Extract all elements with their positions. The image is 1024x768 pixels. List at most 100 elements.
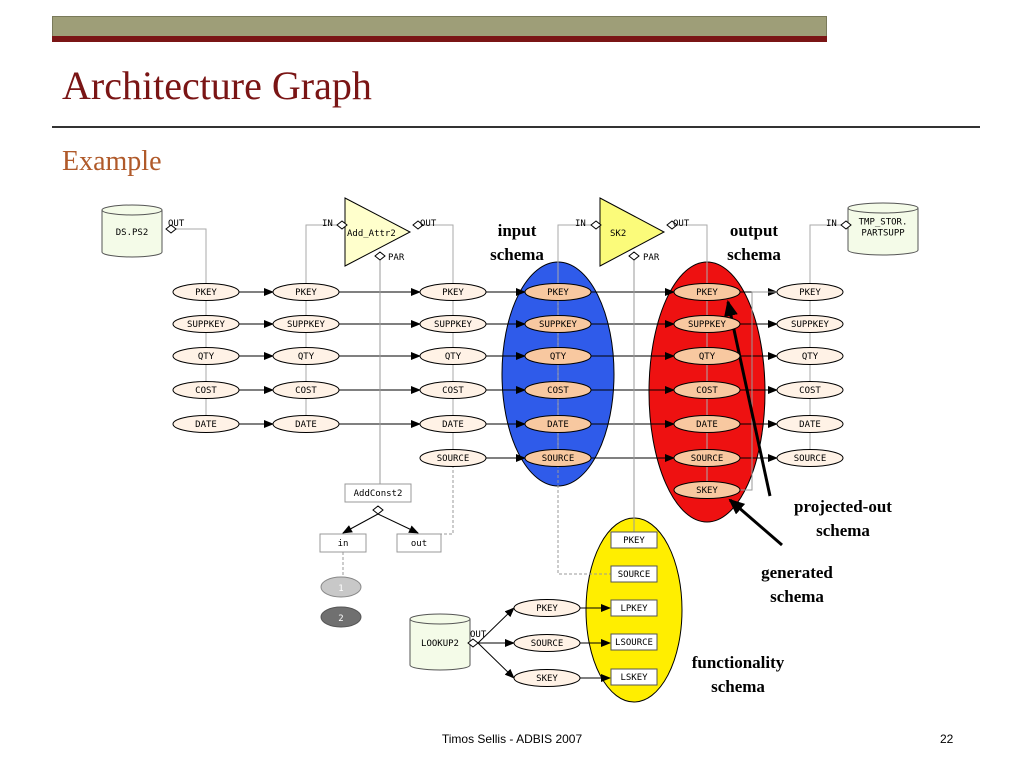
sk2-out-label: OUT	[673, 219, 690, 229]
attr-5-date-label: DATE	[799, 420, 821, 430]
sk2-in-connector	[557, 224, 596, 292]
attr-3-qty	[524, 347, 592, 365]
addconst2-to-in	[342, 513, 379, 534]
attr-3-pkey-label: PKEY	[547, 288, 569, 298]
sk2-in-port	[590, 220, 602, 230]
attr-5-qty	[776, 347, 844, 365]
add-attr2-in-label: IN	[322, 219, 333, 229]
circle-2-label: 2	[338, 614, 343, 624]
tmp-in-connector	[809, 224, 846, 292]
attr-1-suppkey	[272, 315, 340, 333]
attr-1-qty-label: QTY	[298, 352, 315, 362]
addattr-in-connector	[305, 224, 342, 292]
lookup-attr-1	[513, 634, 581, 652]
addconst2-in-label: in	[338, 539, 349, 549]
tmp-stor-in-port	[840, 220, 852, 230]
circle-1	[320, 576, 362, 598]
functionality-box-4	[610, 668, 658, 686]
functionality-label-3: LSOURCE	[615, 638, 653, 648]
ds-ps2-out-port	[165, 224, 177, 234]
circle-1-label: 1	[338, 584, 343, 594]
attr-4-date	[673, 415, 741, 433]
attr-3-date	[524, 415, 592, 433]
projected-out-pointer	[724, 300, 772, 497]
functionality-box-1	[610, 565, 658, 583]
attr-2-cost	[419, 381, 487, 399]
skey-bracket	[740, 291, 777, 491]
attr-2-cost-label: COST	[442, 386, 464, 396]
slide-footer: Timos Sellis - ADBIS 2007	[441, 732, 583, 746]
page-number: 22	[940, 732, 954, 746]
functionality-label-0: PKEY	[623, 536, 645, 546]
tmp-stor-in-label: IN	[826, 219, 837, 229]
generated-pointer	[728, 498, 783, 547]
addconst2-out-dashed	[419, 466, 454, 535]
annotation-output_schema-1: schema	[727, 245, 781, 264]
slide-subtitle: Example	[62, 146, 162, 177]
lookup2-recordset	[409, 613, 471, 671]
lookup-fan-2	[477, 642, 515, 679]
attr-4-pkey-label: PKEY	[696, 288, 718, 298]
annotation-generated-1: schema	[770, 587, 824, 606]
attr-4-cost	[673, 381, 741, 399]
tmp-stor-recordset	[847, 202, 919, 256]
attr-4-suppkey	[673, 315, 741, 333]
attr-source-1-label: SOURCE	[542, 454, 575, 464]
lookup-attr-2	[513, 669, 581, 687]
add-attr2-out-port	[412, 220, 424, 230]
addconst2-to-out	[377, 513, 419, 534]
sk2-out-connector	[672, 224, 708, 292]
functionality-box-0	[610, 531, 658, 549]
addconst2-par-port	[372, 505, 384, 515]
title-divider	[52, 126, 980, 128]
addconst2-label: AddConst2	[354, 489, 403, 499]
attr-3-cost	[524, 381, 592, 399]
attr-3-suppkey-label: SUPPKEY	[539, 320, 578, 330]
attr-4-qty	[673, 347, 741, 365]
circle-2	[320, 606, 362, 628]
attr-5-date	[776, 415, 844, 433]
attr-0-cost-label: COST	[195, 386, 217, 396]
sk2-par-label: PAR	[643, 253, 660, 263]
attr-2-date-label: DATE	[442, 420, 464, 430]
slide-top-accent-line	[52, 36, 827, 42]
attr-3-qty-label: QTY	[550, 352, 567, 362]
sk2-out-port	[666, 220, 678, 230]
annotation-functionality-0: functionality	[692, 653, 785, 672]
annotation-generated-0: generated	[761, 563, 833, 582]
attr-3-date-label: DATE	[547, 420, 569, 430]
attr-5-pkey-label: PKEY	[799, 288, 821, 298]
attr-1-date-label: DATE	[295, 420, 317, 430]
attr-1-pkey	[272, 283, 340, 301]
ds-ps2-out-label: OUT	[168, 219, 185, 229]
attr-5-suppkey-label: SUPPKEY	[791, 320, 830, 330]
attr-1-cost-label: COST	[295, 386, 317, 396]
attr-source-2-label: SOURCE	[691, 454, 724, 464]
add-attr2-par-port	[374, 251, 386, 261]
attr-0-date	[172, 415, 240, 433]
attr-0-qty	[172, 347, 240, 365]
add-attr2-in-port	[336, 220, 348, 230]
ds-ps2-recordset	[101, 204, 163, 258]
attr-2-date	[419, 415, 487, 433]
attr-4-cost-label: COST	[696, 386, 718, 396]
functionality-label-4: LSKEY	[620, 673, 648, 683]
attr-2-qty-label: QTY	[445, 352, 462, 362]
lookup2-out-label: OUT	[470, 630, 487, 640]
lookup-fan-0	[477, 607, 515, 644]
attr-5-cost-label: COST	[799, 386, 821, 396]
attr-2-pkey	[419, 283, 487, 301]
lookup2-out-port	[467, 638, 479, 648]
addconst2-out-box	[396, 533, 442, 553]
attr-0-pkey-label: PKEY	[195, 288, 217, 298]
attr-0-suppkey	[172, 315, 240, 333]
lookup-attr-0	[513, 599, 581, 617]
addconst2-out-label: out	[411, 539, 427, 549]
sk2-label: SK2	[610, 229, 626, 239]
attr-1-cost	[272, 381, 340, 399]
attr-5-pkey	[776, 283, 844, 301]
attr-5-cost	[776, 381, 844, 399]
addconst2-in-box	[319, 533, 367, 553]
lookup-attr-1-label: SOURCE	[531, 639, 564, 649]
